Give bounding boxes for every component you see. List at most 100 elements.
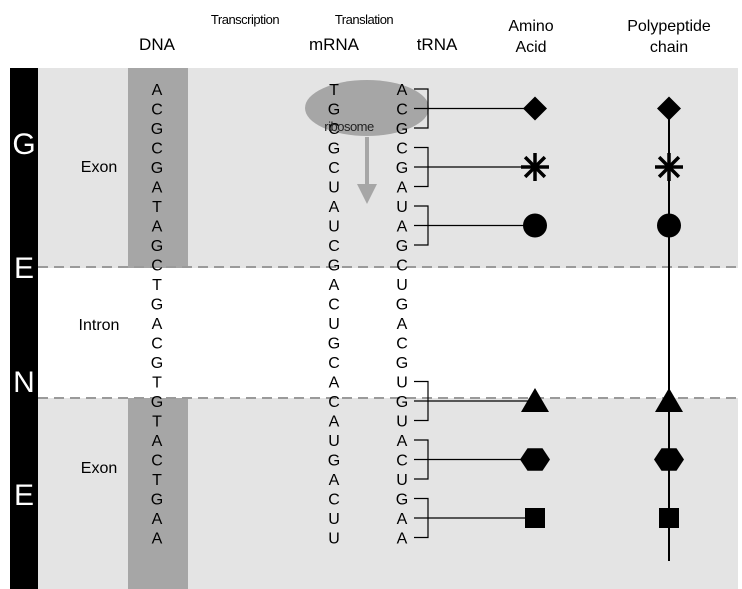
trna-base: A <box>397 180 408 197</box>
mrna-base: C <box>328 238 340 255</box>
dna-base: A <box>152 511 163 528</box>
dna-base: G <box>151 492 163 509</box>
dna-base: A <box>152 180 163 197</box>
ribosome-label: ribosome <box>324 119 374 134</box>
exon-label-bottom: Exon <box>81 460 117 477</box>
trna-base: C <box>396 258 408 275</box>
trna-base: U <box>396 199 408 216</box>
ribosome <box>305 80 429 136</box>
mrna-base: U <box>328 219 340 236</box>
trna-base: G <box>396 121 408 138</box>
gene-letter-e: E <box>14 252 34 285</box>
transcription-header: Transcription <box>211 12 279 27</box>
mrna-base: U <box>328 433 340 450</box>
trna-base: A <box>397 316 408 333</box>
gene-bar <box>10 68 38 589</box>
triangle-polypeptide-icon <box>655 388 683 412</box>
mrna-base: U <box>328 531 340 548</box>
polypeptide-header-line2: chain <box>650 39 688 56</box>
mrna-base: C <box>328 121 340 138</box>
trna-base: C <box>396 336 408 353</box>
sequence-letters: ACGCGATAGCTGACGTGTACTGAATGCGCUAUCGACUGCA… <box>151 82 408 548</box>
mrna-base: A <box>329 414 340 431</box>
diamond-polypeptide-icon <box>657 96 681 121</box>
mrna-base: A <box>329 472 340 489</box>
trna-base: G <box>396 394 408 411</box>
dna-exon-highlight-bottom <box>128 398 188 589</box>
dna-base: C <box>151 258 163 275</box>
mrna-base: U <box>328 511 340 528</box>
dna-base: C <box>151 102 163 119</box>
trna-header: tRNA <box>417 35 458 54</box>
gene-letter-n: N <box>13 366 35 399</box>
hexagon-polypeptide-icon <box>654 448 684 471</box>
intron-label: Intron <box>79 317 120 334</box>
circle-amino-acid-icon <box>523 213 547 238</box>
mrna-base: U <box>328 180 340 197</box>
mrna-base: C <box>328 394 340 411</box>
trna-base: C <box>396 102 408 119</box>
mrna-base: A <box>329 277 340 294</box>
dna-base: C <box>151 141 163 158</box>
trna-base: G <box>396 355 408 372</box>
mrna-base: C <box>328 492 340 509</box>
trna-base: A <box>397 511 408 528</box>
mrna-base: C <box>328 355 340 372</box>
dna-base: A <box>152 219 163 236</box>
trna-base: A <box>397 433 408 450</box>
dna-base: C <box>151 453 163 470</box>
trna-base: A <box>397 531 408 548</box>
dna-base: A <box>152 433 163 450</box>
triangle-amino-acid-icon <box>521 388 549 412</box>
circle-polypeptide-icon <box>657 213 681 238</box>
trna-base: U <box>396 277 408 294</box>
mrna-base: G <box>328 258 340 275</box>
dna-base: A <box>152 531 163 548</box>
mrna-base: G <box>328 453 340 470</box>
dna-base: C <box>151 336 163 353</box>
gene-letter-g: G <box>12 128 35 161</box>
ribosome-arrow-head <box>357 184 377 204</box>
square-polypeptide-icon <box>659 508 679 528</box>
exon-bottom-band <box>10 398 738 589</box>
mrna-header: mRNA <box>309 35 360 54</box>
dna-header: DNA <box>139 35 176 54</box>
dna-base: G <box>151 297 163 314</box>
exon-label-top: Exon <box>81 159 117 176</box>
mrna-base: G <box>328 336 340 353</box>
mrna-base: G <box>328 141 340 158</box>
dna-base: T <box>152 277 162 294</box>
dna-base: A <box>152 82 163 99</box>
mrna-base: C <box>328 297 340 314</box>
square-amino-acid-icon <box>525 508 545 528</box>
dna-base: G <box>151 160 163 177</box>
gene-letter-e2: E <box>14 479 34 512</box>
trna-base: U <box>396 375 408 392</box>
polypeptide-header-line1: Polypeptide <box>627 18 711 35</box>
hexagon-amino-acid-icon <box>520 448 550 471</box>
dna-exon-highlight-top <box>128 68 188 268</box>
trna-base: G <box>396 297 408 314</box>
trna-base: A <box>397 82 408 99</box>
translation-header: Translation <box>335 12 394 27</box>
dna-base: T <box>152 472 162 489</box>
amino-acid-header-line1: Amino <box>508 18 553 35</box>
diamond-amino-acid-icon <box>523 96 547 121</box>
mrna-base: C <box>328 160 340 177</box>
dna-base: T <box>152 199 162 216</box>
dna-base: T <box>152 375 162 392</box>
dna-base: G <box>151 121 163 138</box>
trna-base: U <box>396 414 408 431</box>
trna-base: A <box>397 219 408 236</box>
dna-base: T <box>152 414 162 431</box>
trna-base: G <box>396 238 408 255</box>
trna-base: C <box>396 141 408 158</box>
asterisk-amino-acid-icon <box>521 153 549 181</box>
mrna-base: A <box>329 199 340 216</box>
asterisk-polypeptide-icon <box>655 153 683 181</box>
trna-base: G <box>396 160 408 177</box>
trna-base: C <box>396 453 408 470</box>
amino-acid-header-line2: Acid <box>515 39 546 56</box>
trna-base: U <box>396 472 408 489</box>
